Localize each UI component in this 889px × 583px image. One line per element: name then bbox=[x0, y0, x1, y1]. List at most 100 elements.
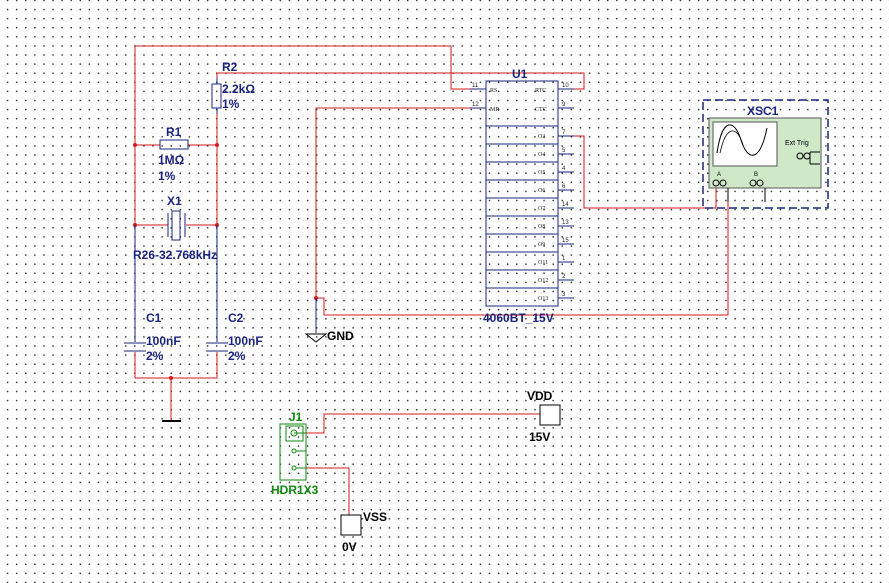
channel-b-terminal[interactable] bbox=[756, 179, 764, 187]
power-vdd[interactable]: VDD 15V bbox=[527, 389, 561, 444]
u1-output-number: 7 bbox=[562, 130, 566, 136]
u1-output-name: O6 bbox=[538, 188, 545, 194]
u1-pin-name: RTC bbox=[535, 88, 546, 94]
wires bbox=[134, 45, 729, 515]
u1-output-number: 2 bbox=[562, 274, 566, 280]
connector-j1[interactable]: J1 HDR1X3 bbox=[271, 410, 319, 497]
x1-ref: X1 bbox=[167, 194, 182, 208]
xsc1-channel-b-label: B bbox=[754, 172, 758, 178]
pin-icon bbox=[291, 448, 297, 454]
u1-output-number: 14 bbox=[562, 202, 569, 208]
junction-dot bbox=[169, 376, 173, 380]
r2-value: 2.2kΩ bbox=[222, 82, 255, 96]
u1-pin-number: 12 bbox=[472, 102, 479, 108]
channel-a-terminal[interactable] bbox=[712, 179, 720, 187]
ic-u1[interactable]: U1 O37O45O54O66O714O813O915O111O122O133 … bbox=[470, 67, 574, 325]
pin-icon bbox=[291, 465, 297, 471]
u1-pin-name: CTC bbox=[535, 107, 547, 113]
r1-value: 1MΩ bbox=[158, 153, 185, 167]
ground-icon bbox=[304, 333, 328, 343]
wire-j1-vss[interactable] bbox=[306, 467, 350, 515]
u1-output-number: 5 bbox=[562, 148, 566, 154]
c1-ref: C1 bbox=[146, 311, 162, 325]
u1-output-name: O5 bbox=[538, 170, 545, 176]
u1-pin-name: MR bbox=[490, 107, 499, 113]
u1-output-number: 4 bbox=[562, 166, 566, 172]
u1-output-number: 1 bbox=[562, 256, 566, 262]
r1-tolerance: 1% bbox=[158, 169, 176, 183]
xsc1-ext-trig: Ext Trig bbox=[785, 140, 809, 147]
wire-rtc[interactable] bbox=[216, 72, 585, 90]
crystal-x1-body bbox=[171, 210, 181, 241]
u1-output-row bbox=[485, 215, 559, 235]
wire-gnd-scope[interactable] bbox=[316, 184, 729, 316]
u1-pin-number: 10 bbox=[562, 83, 569, 89]
vss-label: VSS bbox=[363, 510, 387, 524]
resistor-r2-body bbox=[211, 83, 222, 109]
vss-box bbox=[340, 514, 362, 536]
vdd-label: VDD bbox=[527, 389, 553, 403]
channel-a-terminal[interactable] bbox=[719, 179, 727, 187]
u1-output-row bbox=[485, 143, 559, 163]
j1-body bbox=[279, 423, 307, 481]
c2-ref: C2 bbox=[228, 311, 244, 325]
u1-output-row bbox=[485, 287, 559, 307]
crystal-x1[interactable]: X1 R26-32.768kHz bbox=[133, 194, 217, 262]
u1-output-name: O4 bbox=[538, 152, 545, 158]
c2-tolerance: 2% bbox=[228, 349, 246, 363]
vdd-value: 15V bbox=[529, 430, 550, 444]
wire-rs[interactable] bbox=[134, 45, 486, 145]
u1-output-name: O8 bbox=[538, 224, 545, 230]
u1-ref: U1 bbox=[512, 67, 528, 81]
resistor-r1[interactable]: R1 1MΩ 1% bbox=[158, 125, 189, 183]
gnd-label: GND bbox=[327, 329, 354, 343]
u1-pin-number: 9 bbox=[562, 102, 566, 108]
wire-cap-bottom[interactable] bbox=[134, 352, 218, 379]
channel-b-terminal[interactable] bbox=[749, 179, 757, 187]
xsc1-channel-a-label: A bbox=[717, 172, 721, 178]
j1-part: HDR1X3 bbox=[271, 483, 319, 497]
wire-mr[interactable] bbox=[315, 107, 486, 298]
oscilloscope-xsc1[interactable]: XSC1 Ext Trig A B bbox=[702, 99, 829, 209]
wire-o3-scope[interactable] bbox=[558, 135, 717, 209]
junction-dot bbox=[133, 143, 137, 147]
c1-tolerance: 2% bbox=[146, 349, 164, 363]
u1-output-name: O3 bbox=[538, 134, 545, 140]
resistor-r2[interactable]: R2 2.2kΩ 1% bbox=[211, 60, 255, 114]
u1-output-number: 15 bbox=[562, 238, 569, 244]
resistor-r1-body bbox=[159, 139, 189, 150]
xsc1-selection-frame bbox=[702, 99, 829, 209]
u1-output-number: 13 bbox=[562, 220, 569, 226]
u1-part: 4060BT_15V bbox=[483, 311, 554, 325]
capacitor-c1[interactable]: C1 100nF 2% bbox=[124, 225, 181, 363]
ground-gnd[interactable]: GND bbox=[304, 298, 354, 343]
u1-output-name: O9 bbox=[538, 242, 545, 248]
u1-output-name: O13 bbox=[538, 296, 548, 302]
u1-pin-number: 11 bbox=[472, 83, 479, 89]
r1-ref: R1 bbox=[166, 125, 182, 139]
power-vss[interactable]: VSS 0V bbox=[340, 510, 387, 554]
junction-dot bbox=[215, 143, 219, 147]
u1-output-name: O7 bbox=[538, 206, 545, 212]
wire-j1-vdd[interactable] bbox=[306, 413, 540, 434]
xsc1-ref: XSC1 bbox=[747, 104, 779, 118]
x1-value: R26-32.768kHz bbox=[133, 248, 217, 262]
u1-output-number: 6 bbox=[562, 184, 566, 190]
u1-output-row bbox=[485, 179, 559, 199]
u1-output-row bbox=[485, 233, 559, 253]
u1-output-number: 3 bbox=[562, 292, 566, 298]
vss-value: 0V bbox=[342, 540, 357, 554]
u1-output-name: O11 bbox=[538, 260, 548, 266]
capacitor-c2[interactable]: C2 100nF 2% bbox=[206, 225, 263, 363]
c2-value: 100nF bbox=[228, 334, 263, 348]
c1-value: 100nF bbox=[146, 334, 181, 348]
r2-ref: R2 bbox=[222, 60, 238, 74]
vdd-box bbox=[539, 404, 561, 426]
u1-output-row bbox=[485, 125, 559, 145]
u1-output-name: O12 bbox=[538, 278, 548, 284]
u1-output-row bbox=[485, 161, 559, 181]
ext-trig-terminal[interactable] bbox=[796, 152, 804, 160]
